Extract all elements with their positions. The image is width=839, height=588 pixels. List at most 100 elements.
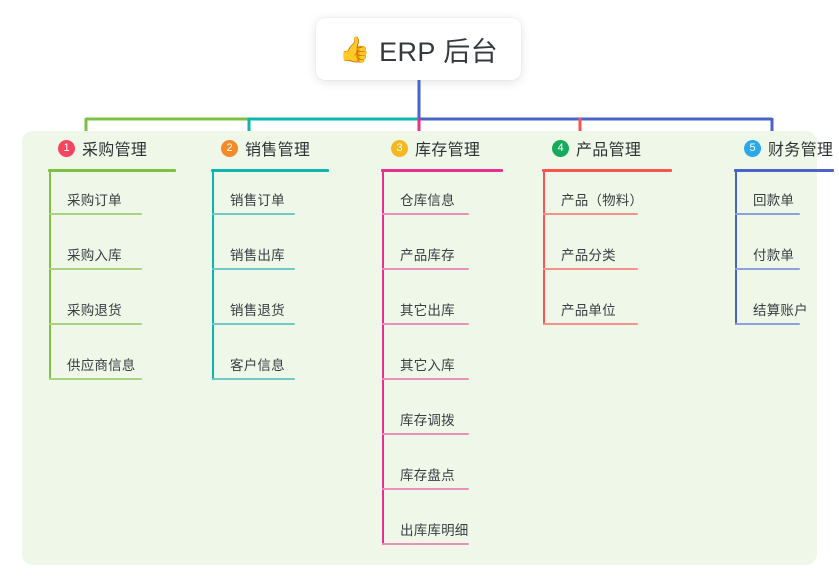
thumbs-up-icon: 👍 [338,35,371,64]
branch-item-label: 销售订单 [230,193,285,208]
branch-item[interactable]: 销售出库 [203,227,329,282]
branch-item-label: 采购入库 [67,248,122,263]
branch-header-4[interactable]: 4 产品管理 [534,131,672,165]
branch-item[interactable]: 结算账户 [726,282,834,337]
branch-item[interactable]: 库存盘点 [373,447,503,502]
branch-item-rule [212,323,295,325]
branch-item-label: 产品（物料） [561,193,644,208]
branch-item-rule [543,213,638,215]
branch-item[interactable]: 产品单位 [534,282,672,337]
branch-number-badge: 4 [552,139,569,157]
branch-item-rule [382,213,469,215]
branch-item-rule [49,323,142,325]
branch-trunk-line [382,172,384,545]
branch-item-rule [382,323,469,325]
branch-items: 销售订单销售出库销售退货客户信息 [203,172,329,392]
root-node-card[interactable]: 👍 ERP 后台 [316,18,521,80]
branch-title: 库存管理 [415,142,481,159]
branch-item[interactable]: 销售退货 [203,282,329,337]
branch-header-1[interactable]: 1 采购管理 [40,131,176,165]
branch-item-label: 结算账户 [753,303,808,318]
branch-item-label: 产品分类 [561,248,616,263]
branch-trunk-line [212,172,214,380]
branch-item-label: 其它出库 [400,303,455,318]
branch-number-badge: 1 [58,139,75,157]
branch-item[interactable]: 产品分类 [534,227,672,282]
branch-item-rule [212,213,295,215]
branch-column-5: 5 财务管理回款单付款单结算账户 [726,131,834,337]
branch-item-label: 产品库存 [400,248,455,263]
branch-item[interactable]: 销售订单 [203,172,329,227]
branch-item[interactable]: 产品库存 [373,227,503,282]
branch-header-rule [542,169,672,172]
branch-item-rule [382,433,469,435]
branch-column-4: 4 产品管理产品（物料） 产品分类产品单位 [534,131,672,337]
branch-item-rule [735,213,800,215]
branch-number-badge: 2 [221,139,238,157]
branch-title: 财务管理 [768,142,834,159]
branch-item-label: 客户信息 [230,358,285,373]
branch-title: 销售管理 [245,142,311,159]
branch-trunk-line [49,172,51,380]
branch-column-3: 3 库存管理仓库信息产品库存其它出库其它入库库存调拨库存盘点出库库明细 [373,131,503,557]
branch-items: 采购订单采购入库采购退货供应商信息 [40,172,176,392]
branch-item-label: 销售出库 [230,248,285,263]
branch-item[interactable]: 产品（物料） [534,172,672,227]
branch-column-2: 2 销售管理销售订单销售出库销售退货客户信息 [203,131,329,392]
branch-item[interactable]: 供应商信息 [40,337,176,392]
branch-item-label: 库存调拨 [400,413,455,428]
branch-trunk-line [543,172,545,325]
branch-item[interactable]: 其它出库 [373,282,503,337]
branch-item[interactable]: 其它入库 [373,337,503,392]
branch-item-rule [382,543,469,545]
branch-item-label: 产品单位 [561,303,616,318]
branch-item[interactable]: 回款单 [726,172,834,227]
root-node-title: ERP 后台 [379,36,499,67]
branch-item[interactable]: 采购退货 [40,282,176,337]
branch-item-rule [543,323,638,325]
branch-title: 采购管理 [82,142,148,159]
branch-item-rule [543,268,638,270]
branch-item-rule [382,378,469,380]
branch-item-label: 供应商信息 [67,358,136,373]
branch-title: 产品管理 [576,142,642,159]
branch-number-badge: 3 [391,139,408,157]
branch-item-rule [212,378,295,380]
branch-item-label: 付款单 [753,248,795,263]
branch-items: 仓库信息产品库存其它出库其它入库库存调拨库存盘点出库库明细 [373,172,503,557]
branch-item-label: 仓库信息 [400,193,455,208]
branch-header-5[interactable]: 5 财务管理 [726,131,834,165]
branch-item[interactable]: 采购订单 [40,172,176,227]
branch-items: 产品（物料） 产品分类产品单位 [534,172,672,337]
branch-item[interactable]: 付款单 [726,227,834,282]
branch-item-rule [49,268,142,270]
branch-item-label: 销售退货 [230,303,285,318]
branch-columns: 1 采购管理采购订单采购入库采购退货供应商信息 2 销售管理销售订单销售出库销售退货客… [22,131,834,565]
branch-header-rule [381,169,503,172]
branch-item-label: 出库库明细 [400,523,469,538]
branch-item-rule [382,268,469,270]
branch-item-rule [49,378,142,380]
branch-item-rule [382,488,469,490]
branch-header-3[interactable]: 3 库存管理 [373,131,503,165]
branch-header-2[interactable]: 2 销售管理 [203,131,329,165]
branch-item-label: 其它入库 [400,358,455,373]
branch-header-rule [734,169,834,172]
branch-item[interactable]: 采购入库 [40,227,176,282]
branch-header-rule [48,169,176,172]
branches-panel [22,131,817,565]
branch-number-badge: 5 [744,139,761,157]
branch-item-label: 库存盘点 [400,468,455,483]
branch-item-label: 回款单 [753,193,795,208]
branch-item[interactable]: 客户信息 [203,337,329,392]
branch-column-1: 1 采购管理采购订单采购入库采购退货供应商信息 [40,131,176,392]
branch-item-label: 采购订单 [67,193,122,208]
branch-items: 回款单付款单结算账户 [726,172,834,337]
branch-item[interactable]: 库存调拨 [373,392,503,447]
branch-item[interactable]: 出库库明细 [373,502,503,557]
branch-item[interactable]: 仓库信息 [373,172,503,227]
branch-item-rule [735,323,800,325]
branch-item-rule [212,268,295,270]
branch-item-label: 采购退货 [67,303,122,318]
